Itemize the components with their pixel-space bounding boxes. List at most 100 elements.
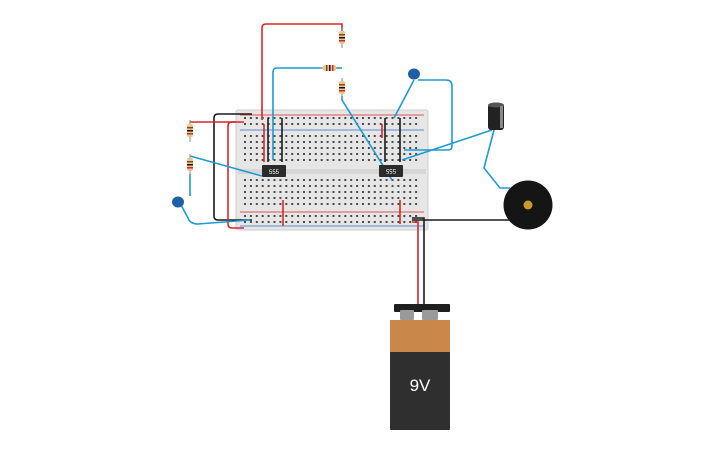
breadboard-hole [362,117,364,119]
breadboard-hole [314,135,317,137]
breadboard-hole [314,215,317,217]
breadboard-hole [314,147,317,149]
resistor-left-top[interactable] [187,120,193,142]
breadboard-hole [303,117,305,119]
breadboard-hole [285,191,288,193]
breadboard-hole [285,179,288,181]
breadboard-hole [285,147,288,149]
breadboard-hole [326,191,329,193]
wire-red-battery[interactable] [412,221,419,306]
breadboard-hole [273,185,276,187]
wire-blue-cap-right-b[interactable] [404,79,453,151]
wire-black-battery[interactable] [412,217,425,306]
breadboard-hole [397,179,400,181]
ceramic-capacitor-top[interactable] [408,68,420,80]
breadboard-hole [338,123,341,125]
breadboard-hole [403,185,406,187]
breadboard-hole [350,123,353,125]
breadboard-hole [356,141,359,143]
breadboard-hole [391,221,394,223]
breadboard-hole [303,159,305,161]
resistor-top-horizontal[interactable] [320,65,338,71]
breadboard-hole [267,191,270,193]
breadboard-hole [261,221,264,223]
breadboard-hole [409,159,412,161]
breadboard-hole [367,191,370,193]
wire-red-top[interactable] [261,23,343,120]
wire-black-left-loop[interactable] [213,113,252,221]
breadboard-hole [326,153,329,155]
breadboard-hole [314,179,317,181]
breadboard-hole [332,221,335,223]
breadboard-hole [308,215,311,217]
breadboard-hole [385,197,388,199]
breadboard-hole [303,197,305,199]
breadboard-hole [367,185,370,187]
wire-blue-resistor-left[interactable] [272,67,322,160]
breadboard-hole [362,135,364,137]
breadboard-hole [297,117,300,119]
wire-blue-left-resistor[interactable] [189,155,263,177]
breadboard-hole [350,159,353,161]
breadboard-hole [356,221,359,223]
ic-555-right[interactable]: 555 [379,165,403,177]
breadboard-center-channel [238,169,426,174]
breadboard-hole [320,215,323,217]
breadboard-hole [338,141,341,143]
breadboard-hole [255,215,258,217]
breadboard-hole [255,153,258,155]
breadboard-hole [249,141,252,143]
breadboard[interactable] [235,109,429,231]
breadboard-hole [332,185,335,187]
breadboard-hole [338,179,341,181]
breadboard-hole [291,135,294,137]
resistor-left-bottom[interactable] [187,154,193,176]
breadboard-hole [320,123,323,125]
breadboard-hole [391,185,394,187]
electrolytic-capacitor[interactable] [488,102,504,131]
wire-blue-buzzer[interactable] [483,129,510,189]
ic-555-left[interactable]: 555 [262,165,286,177]
breadboard-hole [391,153,394,155]
breadboard-hole [297,147,300,149]
breadboard-hole [255,159,258,161]
wire-blue-left-cap[interactable] [179,202,251,225]
breadboard-hole [326,123,329,125]
breadboard-hole [261,179,264,181]
breadboard-hole [338,117,341,119]
breadboard-hole [303,179,305,181]
breadboard-hole [314,153,317,155]
breadboard-hole [279,147,282,149]
breadboard-hole [356,185,359,187]
breadboard-hole [356,117,359,119]
breadboard-hole [273,141,276,143]
piezo-buzzer[interactable] [503,180,553,230]
breadboard-hole [415,191,418,193]
breadboard-hole [367,203,370,205]
breadboard-hole [344,117,347,119]
breadboard-hole [391,159,394,161]
breadboard-hole [244,179,246,181]
wire-blue-cap-right-a[interactable] [393,79,415,119]
wire-blue-electrolytic[interactable] [401,129,493,161]
breadboard-hole [373,203,376,205]
breadboard-hole [373,135,376,137]
breadboard-hole [409,179,412,181]
breadboard-hole [373,185,376,187]
resistor-mid-vertical[interactable] [339,78,345,98]
breadboard-hole [385,153,388,155]
breadboard-hole [403,197,406,199]
breadboard-hole [255,221,258,223]
resistor-top-vertical[interactable] [339,28,345,48]
battery-label: 9V [410,376,431,395]
breadboard-hole [303,185,305,187]
breadboard-hole [391,147,394,149]
breadboard-hole [356,215,359,217]
breadboard-hole [344,191,347,193]
breadboard-hole [415,203,418,205]
battery-9v[interactable]: 9V [390,304,450,430]
breadboard-hole [415,153,418,155]
ceramic-capacitor-left[interactable] [172,196,184,208]
breadboard-hole [261,203,264,205]
breadboard-hole [350,147,353,149]
